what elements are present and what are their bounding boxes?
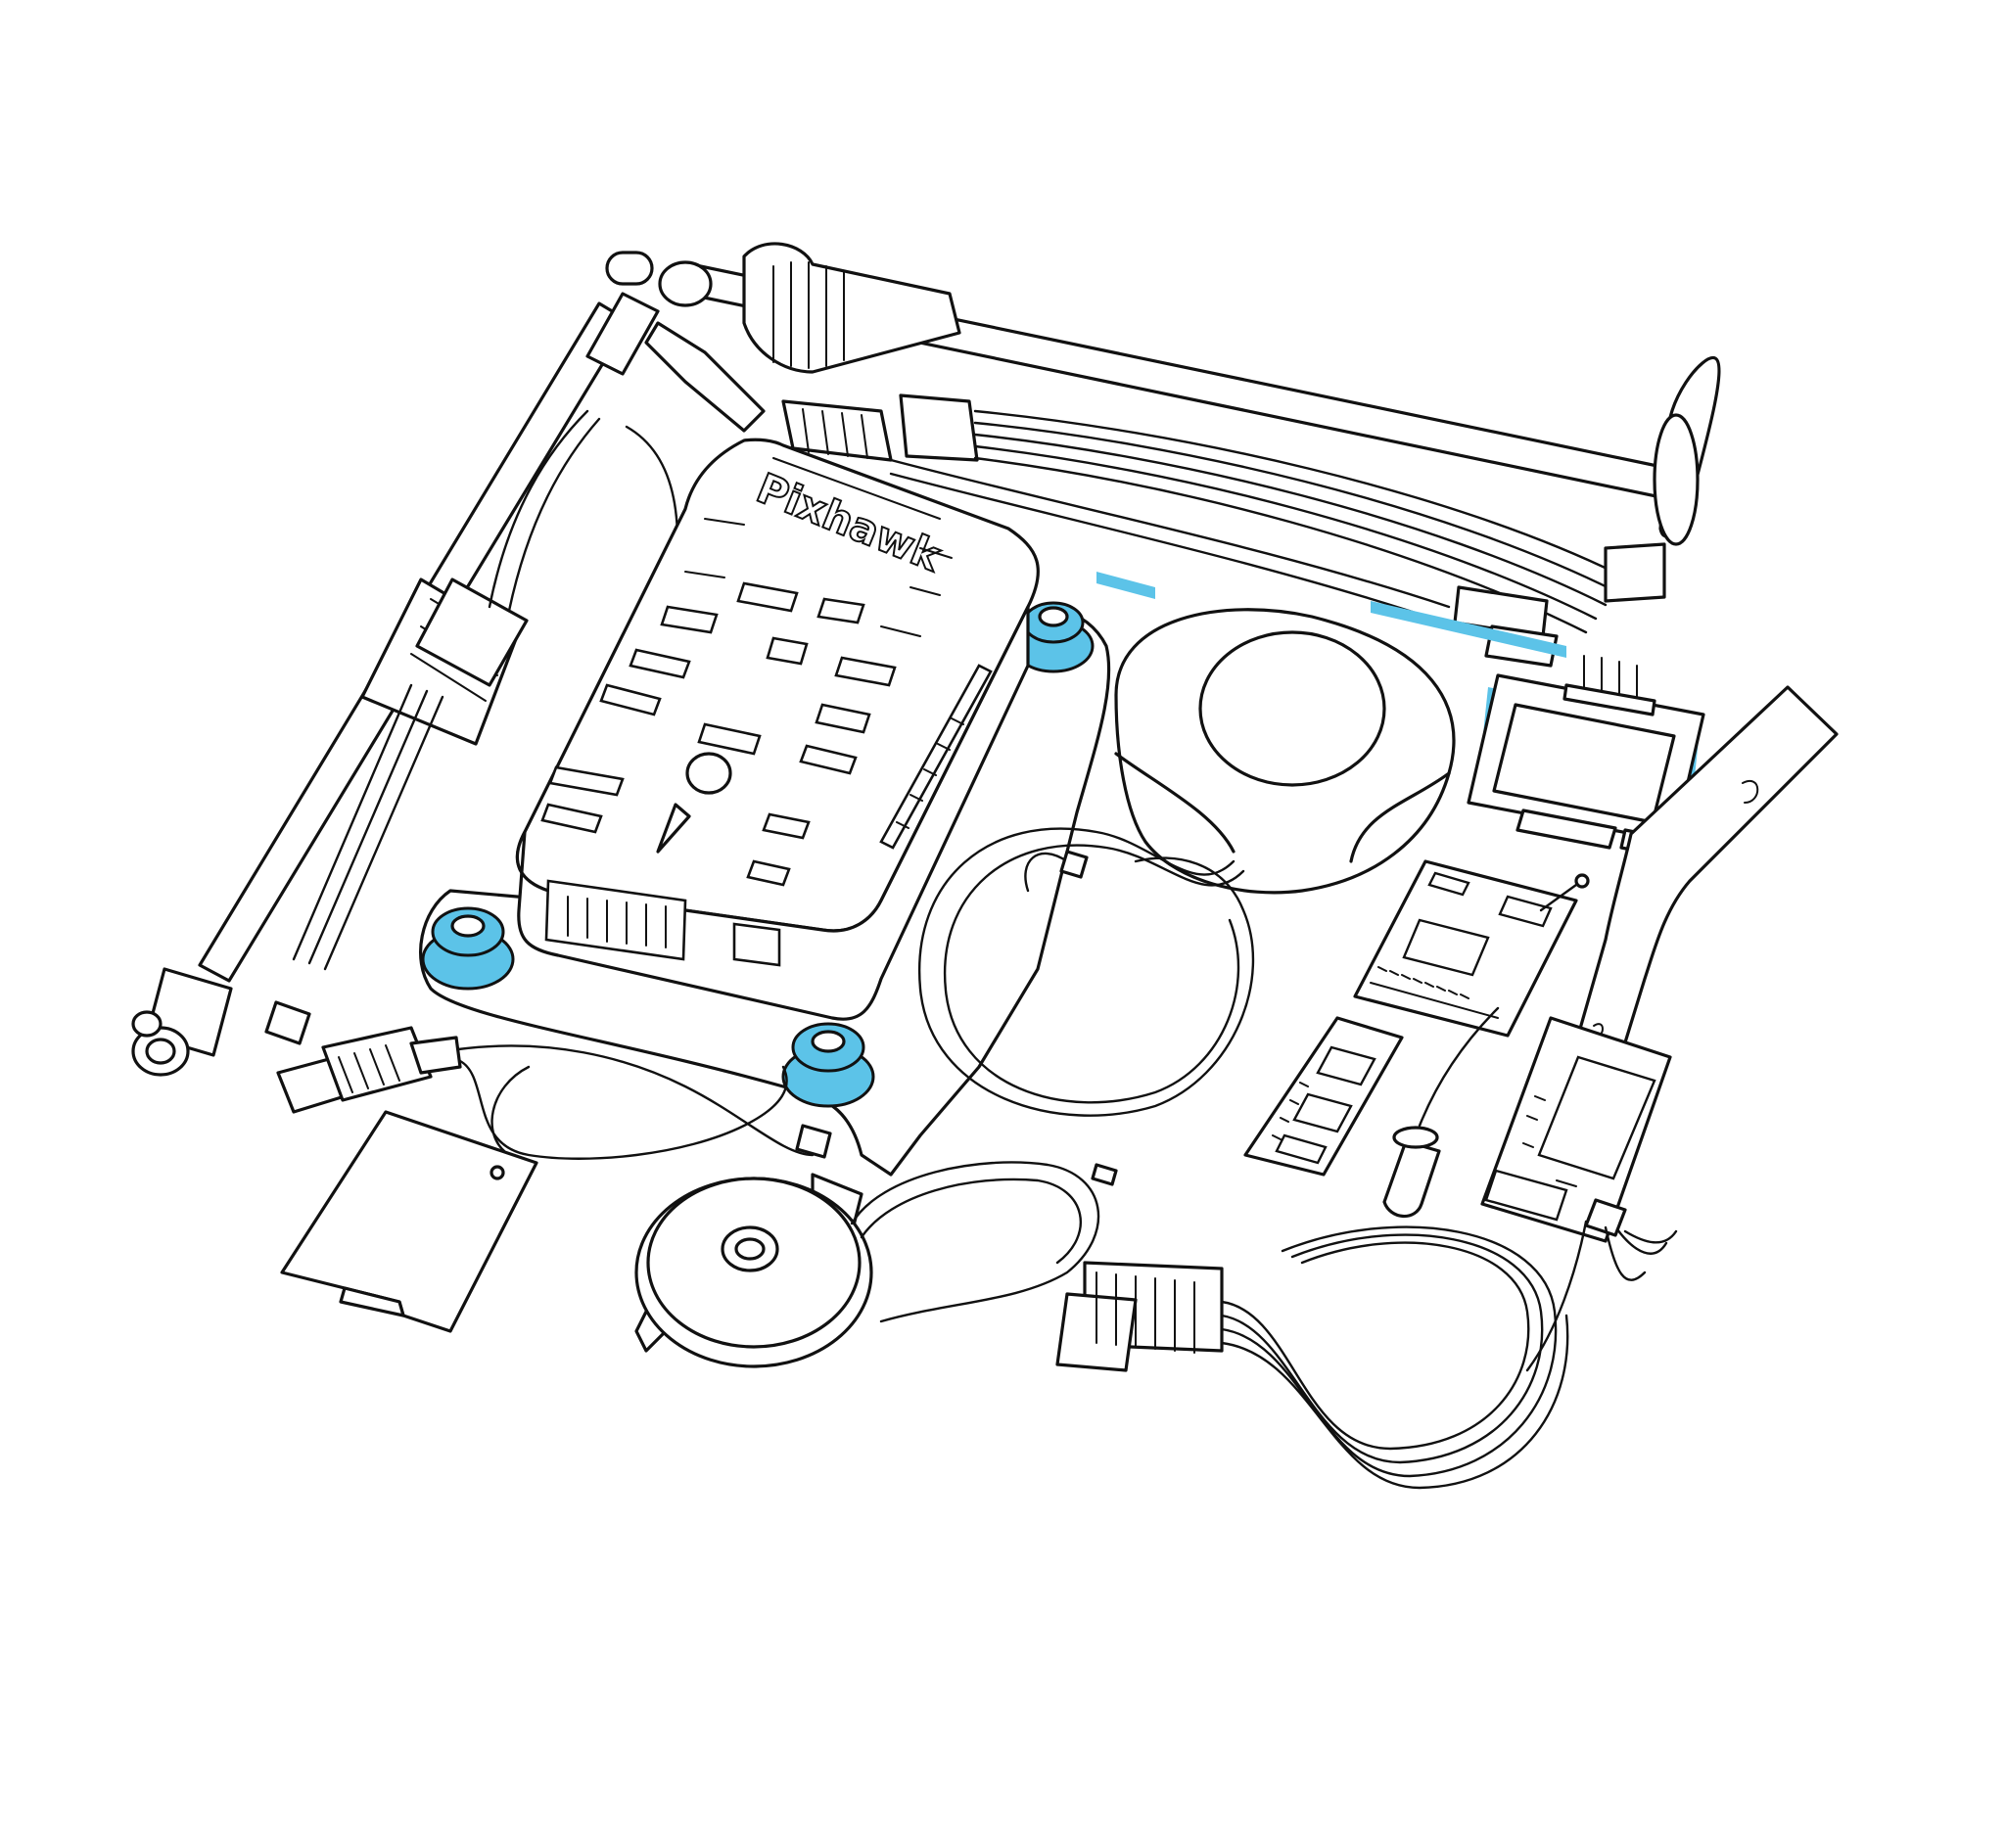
buzzer <box>634 1161 1118 1368</box>
gps-module <box>917 608 1456 1117</box>
sd-card <box>280 1110 538 1333</box>
receiver-board <box>1353 859 1590 1038</box>
display-module <box>1467 655 1705 857</box>
usb-cable <box>276 1026 832 1160</box>
telemetry-antenna <box>644 242 1721 546</box>
airspeed-probe <box>1382 1006 1500 1219</box>
multi-pin-cable <box>1055 1225 1569 1490</box>
pixhawk-flight-controller: Pixhawk <box>419 438 1111 1177</box>
sensor-board <box>1243 1016 1404 1177</box>
power-module-cable <box>131 251 679 1077</box>
telemetry-radio <box>1480 1016 1678 1372</box>
top-port-array <box>540 581 897 887</box>
ribbon-cable-bundle <box>781 393 1666 668</box>
damper-front-right <box>781 1022 875 1108</box>
damper-back-right <box>1012 601 1095 673</box>
damper-front-left <box>421 906 515 991</box>
